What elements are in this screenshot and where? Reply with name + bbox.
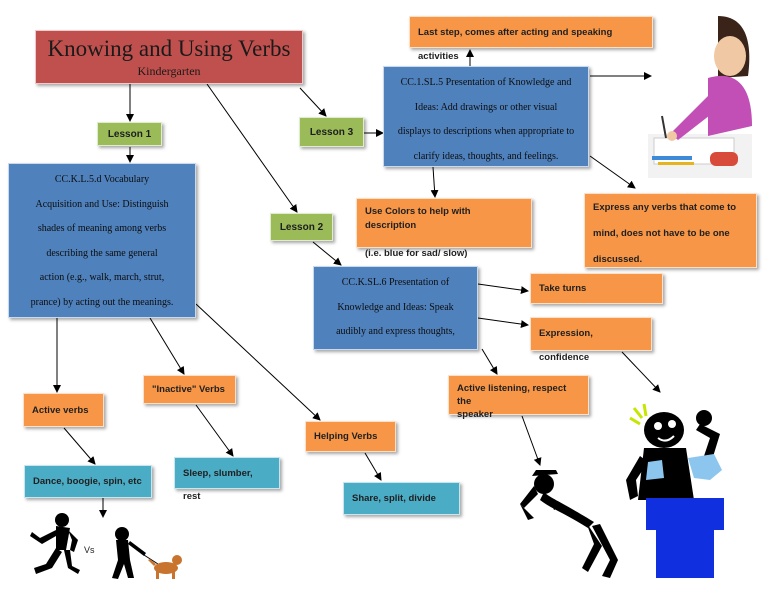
dog-icon xyxy=(148,555,182,579)
note-use-colors: Use Colors to help with description (i.e… xyxy=(356,198,532,259)
arrow-to-helping-verbs xyxy=(195,303,321,421)
speaker-at-podium-icon xyxy=(626,403,724,578)
note-active-listening-text: Active listening, respect the speaker xyxy=(457,383,567,420)
arrow-to-speaker xyxy=(621,351,661,393)
examples-active-text: Dance, boogie, spin, etc xyxy=(33,476,142,487)
dancing-figure-icon xyxy=(30,513,80,574)
arrow-to-listener xyxy=(521,415,542,466)
note-expression: Expression, confidence xyxy=(530,317,652,363)
examples-active: Dance, boogie, spin, etc xyxy=(24,465,152,498)
note-express-verbs: Express any verbs that come to mind, doe… xyxy=(584,193,757,268)
lesson-3-box: Lesson 3 xyxy=(299,117,364,147)
examples-inactive: Sleep, slumber, rest xyxy=(174,457,280,502)
child-drawing-photo xyxy=(648,16,752,178)
arrow-to-active-examples xyxy=(63,427,96,465)
diagram-subtitle: Kindergarten xyxy=(137,64,201,78)
lesson-2-label: Lesson 2 xyxy=(279,221,324,233)
podium-base xyxy=(656,528,714,578)
category-active-verbs: Active verbs xyxy=(23,393,104,427)
arrow-to-inactive-examples xyxy=(195,404,234,457)
category-helping-verbs: Helping Verbs xyxy=(305,421,396,452)
podium-top xyxy=(646,498,724,530)
arrow-to-expression xyxy=(477,317,529,328)
examples-helping: Share, split, divide xyxy=(343,482,460,515)
active-vs-inactive-figures xyxy=(30,513,182,579)
listening-figure-icon xyxy=(520,470,618,578)
note-expression-text: Expression, confidence xyxy=(539,328,593,363)
arrow-title-lesson3 xyxy=(299,87,327,117)
sound-lines-icon xyxy=(629,403,648,426)
lesson-3-label: Lesson 3 xyxy=(309,126,354,138)
versus-label: Vs xyxy=(84,545,95,555)
walking-figure-icon xyxy=(112,527,146,579)
examples-inactive-text: Sleep, slumber, rest xyxy=(183,468,253,502)
arrow-to-active-listening xyxy=(481,348,498,375)
arrow-to-express-verbs xyxy=(589,155,636,189)
arrow-to-helping-examples xyxy=(364,452,382,481)
note-last-step-text: Last step, comes after acting and speaki… xyxy=(418,27,613,62)
standard-k-sl-6: CC.K.SL.6 Presentation of Knowledge and … xyxy=(313,266,478,350)
note-take-turns: Take turns xyxy=(530,273,663,304)
lesson-1-box: Lesson 1 xyxy=(97,122,162,146)
category-active-verbs-text: Active verbs xyxy=(32,405,89,416)
note-take-turns-text: Take turns xyxy=(539,283,587,294)
category-helping-verbs-text: Helping Verbs xyxy=(314,431,378,442)
arrow-to-use-colors xyxy=(430,166,439,198)
standard-1-sl-5-text: CC.1.SL.5 Presentation of Knowledge and … xyxy=(397,77,575,162)
lesson-2-box: Lesson 2 xyxy=(270,213,333,241)
standard-k-l-5d-text: CC.K.L.5.d Vocabulary Acquisition and Us… xyxy=(30,174,174,308)
diagram-title: Knowing and Using Verbs xyxy=(47,36,291,61)
category-inactive-verbs: "Inactive" Verbs xyxy=(143,375,236,404)
category-inactive-verbs-text: "Inactive" Verbs xyxy=(152,384,225,395)
leash-icon xyxy=(143,554,159,565)
diagram-title-box: Knowing and Using Verbs Kindergarten xyxy=(35,30,303,84)
note-express-verbs-text: Express any verbs that come to mind, doe… xyxy=(593,202,737,265)
examples-helping-text: Share, split, divide xyxy=(352,493,436,504)
note-use-colors-text: Use Colors to help with description (i.e… xyxy=(365,206,471,259)
note-active-listening: Active listening, respect the speaker xyxy=(448,375,589,420)
hands-icon xyxy=(646,454,722,480)
arrow-title-lesson2 xyxy=(206,83,298,213)
arrow-to-take-turns xyxy=(477,283,529,294)
note-last-step: Last step, comes after acting and speaki… xyxy=(409,16,653,62)
arrow-to-inactive-verbs xyxy=(149,317,185,375)
standard-k-l-5d: CC.K.L.5.d Vocabulary Acquisition and Us… xyxy=(8,163,196,318)
standard-1-sl-5: CC.1.SL.5 Presentation of Knowledge and … xyxy=(383,66,589,167)
arrow-lesson2-standard xyxy=(312,241,342,266)
standard-k-sl-6-text: CC.K.SL.6 Presentation of Knowledge and … xyxy=(336,277,455,337)
lesson-1-label: Lesson 1 xyxy=(107,128,152,140)
